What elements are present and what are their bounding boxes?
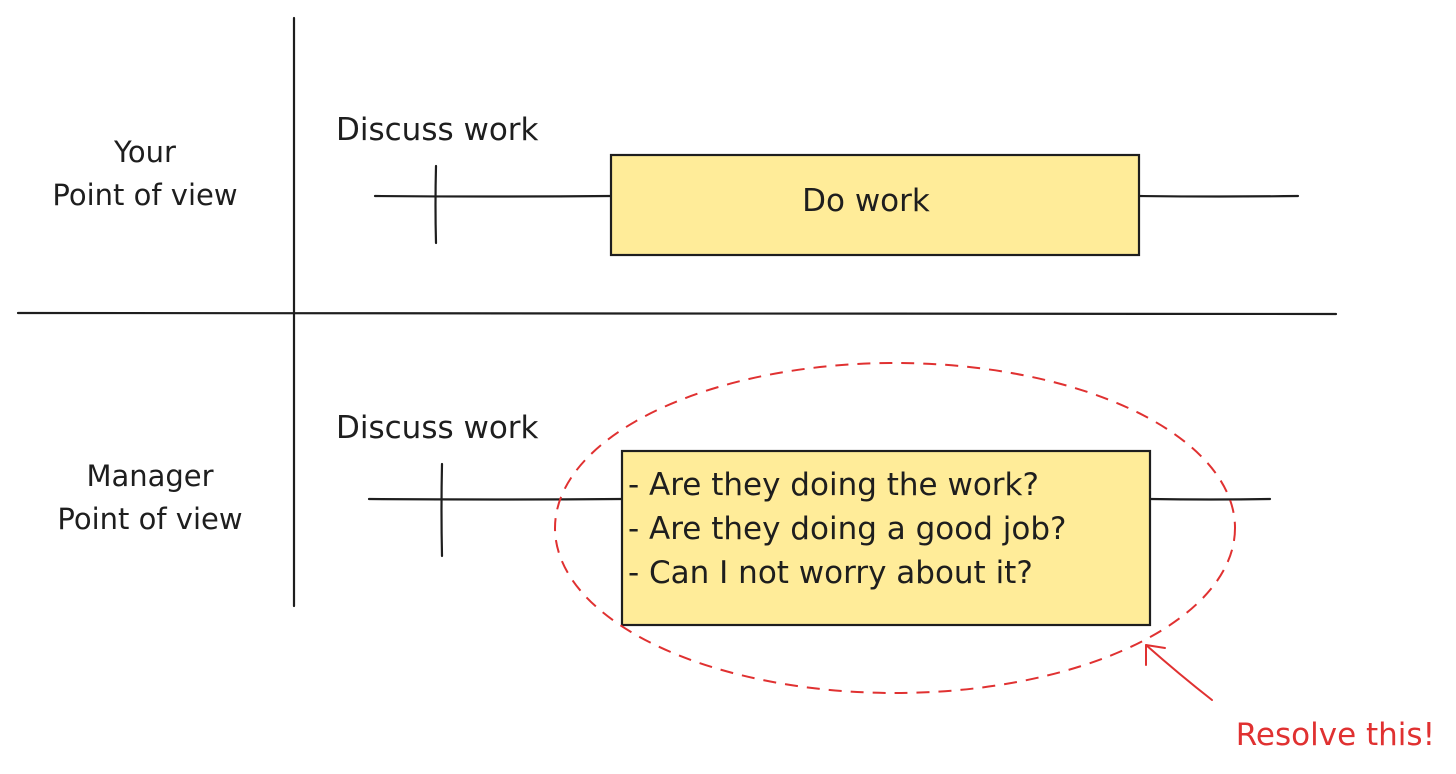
your-discuss-tick — [434, 164, 438, 245]
resolve-arrow — [1145, 644, 1213, 701]
manager-concern-item: - Are they doing the work? — [628, 467, 1039, 503]
vertical-divider — [292, 16, 296, 608]
manager-timeline-left — [367, 497, 624, 501]
manager-row-label-line2: Point of view — [57, 502, 242, 536]
your-timeline-right — [1137, 194, 1300, 198]
your-row-label-line1: Your — [113, 135, 176, 169]
resolve-dashed-ellipse — [554, 362, 1236, 694]
manager-discuss-tick — [440, 462, 444, 558]
manager-timeline-right — [1148, 497, 1272, 501]
do-work-box — [609, 153, 1141, 257]
horizontal-divider — [16, 311, 1338, 316]
resolve-this-label: Resolve this! — [1236, 717, 1435, 753]
manager-concerns-box — [620, 449, 1152, 627]
resolve-arrow-head — [1145, 644, 1166, 666]
your-row-label-line2: Point of view — [52, 178, 237, 212]
do-work-box-text: Do work — [802, 183, 930, 219]
your-discuss-label: Discuss work — [336, 112, 539, 148]
manager-discuss-label: Discuss work — [336, 410, 539, 446]
manager-concern-item: - Are they doing a good job? — [628, 511, 1066, 547]
manager-concern-item: - Can I not worry about it? — [628, 555, 1033, 591]
manager-row-label-line1: Manager — [86, 459, 213, 493]
your-timeline-left — [373, 194, 613, 198]
